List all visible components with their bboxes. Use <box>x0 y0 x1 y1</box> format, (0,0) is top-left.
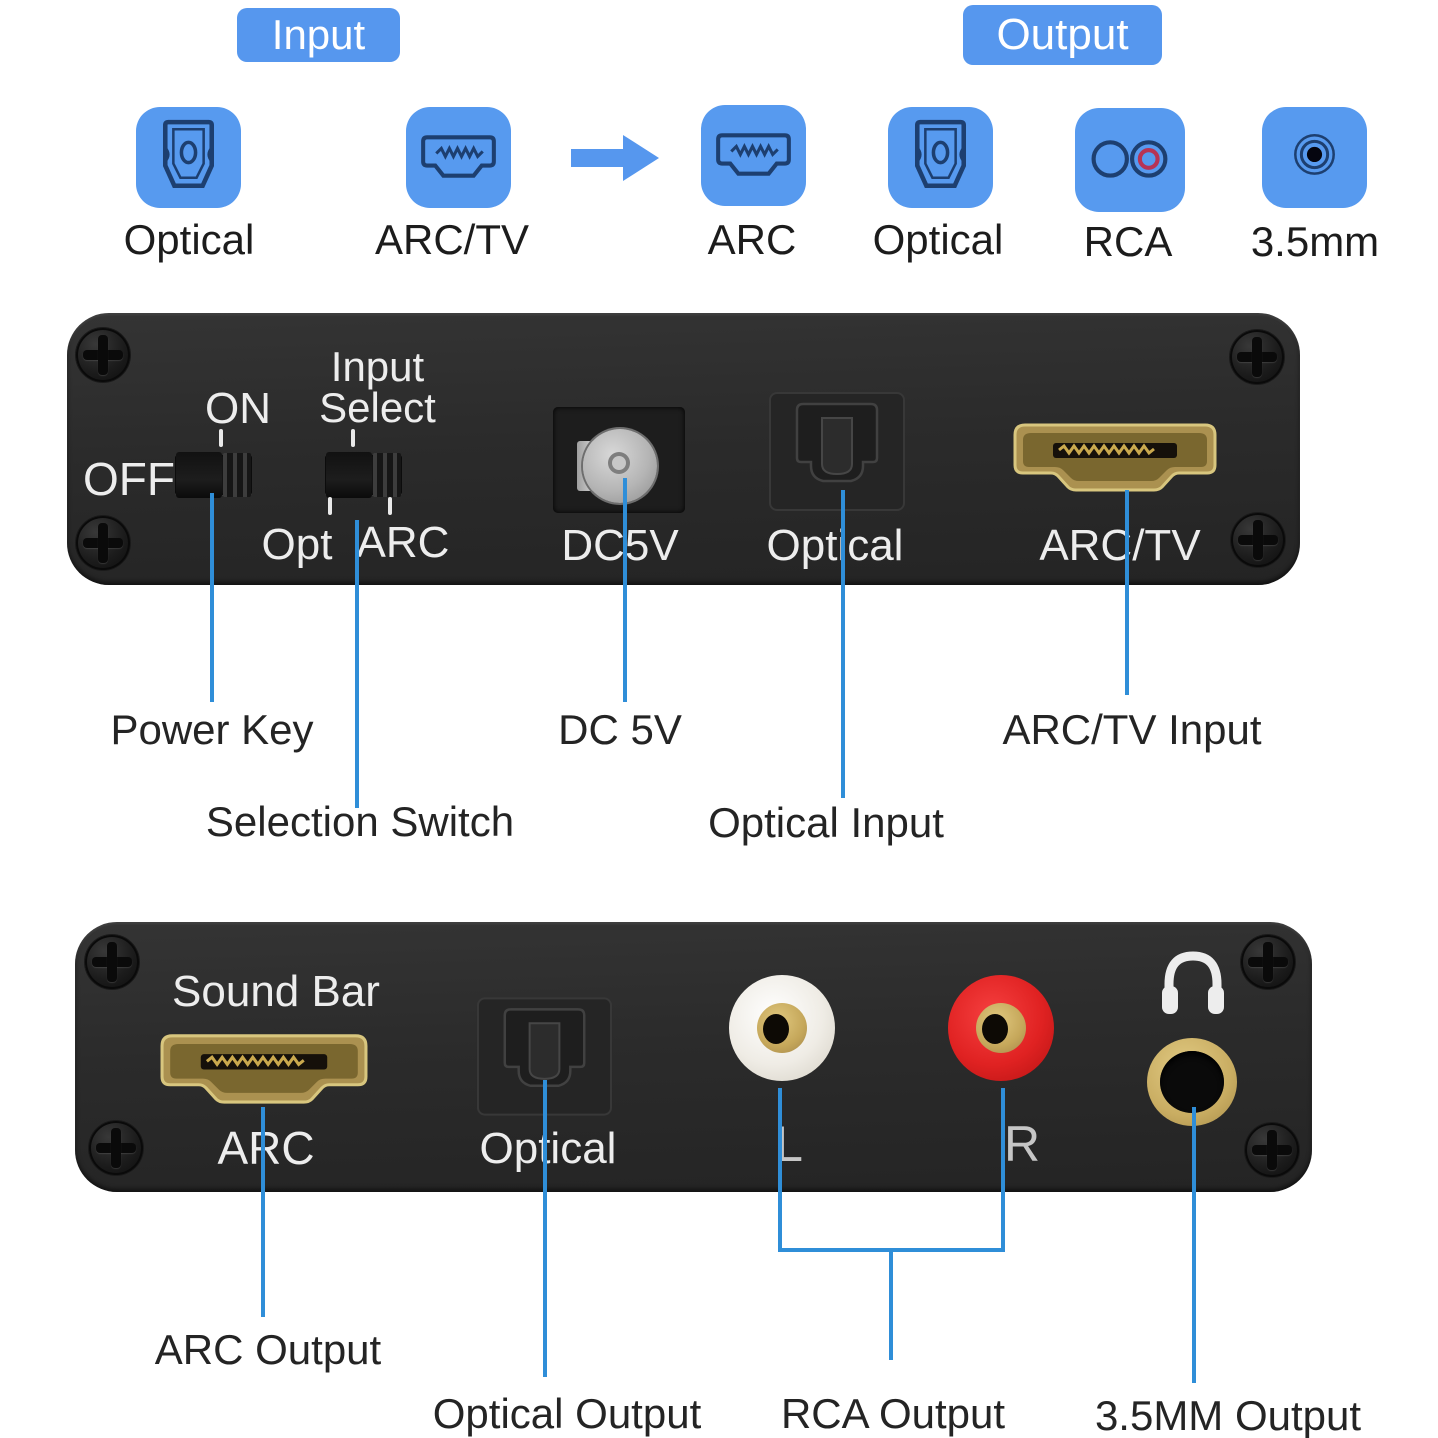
optical-port-icon <box>888 107 993 208</box>
icon-label: RCA <box>1083 218 1173 265</box>
screw-icon <box>1230 330 1284 384</box>
callout-line-jack-output <box>1192 1107 1196 1383</box>
hdmi-glyph <box>716 133 791 176</box>
screw-icon <box>76 516 130 570</box>
power-key-callout: Power Key <box>110 706 314 753</box>
power-switch[interactable] <box>175 452 252 498</box>
hdmi-port-icon <box>701 105 806 206</box>
jack-output-callout: 3.5MM Output <box>1094 1392 1362 1438</box>
hdmi-port-icon <box>406 107 511 208</box>
toslink-glyph <box>914 119 967 189</box>
jack-hole <box>1160 1051 1224 1113</box>
input-select-switch[interactable] <box>325 452 402 498</box>
tick-mark <box>219 429 223 447</box>
headphone-icon <box>1162 951 1224 1014</box>
jack-glyph <box>1294 134 1335 175</box>
icon-label: 3.5mm <box>1250 218 1380 265</box>
input-select-line2: Select <box>319 384 436 431</box>
output-badge: Output <box>963 5 1162 65</box>
callout-line-selection <box>355 520 359 808</box>
dc-port-label: DC5V <box>561 521 679 570</box>
icon-label: ARC <box>707 216 797 263</box>
optical-input-port[interactable] <box>767 390 907 513</box>
screw-icon <box>1245 1123 1299 1177</box>
optical-output-callout: Optical Output <box>432 1390 702 1437</box>
screw-icon <box>76 328 130 382</box>
input-select-line1: Input <box>330 343 425 390</box>
hdmi-arc-output-port[interactable] <box>160 1033 368 1110</box>
dc-5v-callout: DC 5V <box>558 706 682 753</box>
arc-output-callout: ARC Output <box>154 1326 382 1373</box>
tick-mark <box>328 497 332 515</box>
screw-icon <box>1241 935 1295 989</box>
rca-hole <box>763 1014 789 1044</box>
icon-label: Optical <box>872 216 1004 263</box>
dc-jack-barrel <box>583 429 657 503</box>
sound-bar-label: Sound Bar <box>172 967 380 1016</box>
dc-jack-pin <box>612 456 626 470</box>
selection-switch-callout: Selection Switch <box>205 798 515 845</box>
toslink-glyph <box>162 119 215 189</box>
hdmi-arctv-port[interactable] <box>1013 423 1217 497</box>
hdmi-glyph <box>421 135 496 178</box>
rca-left-label: L <box>775 1116 803 1172</box>
optical-output-port-label: Optical <box>479 1124 617 1173</box>
front-panel: ON OFF Input Select Opt ARC DC5V Optical <box>67 313 1300 585</box>
callout-line-rca-left <box>778 1088 782 1250</box>
rca-hole <box>982 1014 1008 1044</box>
callout-line-arctv-input <box>1125 490 1129 695</box>
input-badge: Input <box>237 8 400 62</box>
rca-left-port[interactable] <box>719 965 845 1091</box>
arrow-right-icon <box>571 135 659 181</box>
input-select-label: Input Select <box>295 343 460 431</box>
rca-port-icon <box>1075 108 1185 212</box>
hdmi-port-label: ARC/TV <box>1039 521 1201 570</box>
tick-mark <box>388 497 392 515</box>
callout-line-rca-right <box>1001 1088 1005 1250</box>
screw-icon <box>85 935 139 989</box>
icon-label: ARC/TV <box>374 216 529 263</box>
arc-output-port-label: ARC <box>217 1122 315 1174</box>
jack-35mm-icon <box>1262 107 1367 208</box>
power-on-label: ON <box>205 384 271 433</box>
rca-right-port[interactable] <box>938 965 1064 1091</box>
rca-glyph <box>1091 140 1168 178</box>
callout-line-optical-input <box>841 490 845 798</box>
rca-right-label: R <box>1003 1116 1041 1172</box>
optical-port-label: Optical <box>766 521 904 570</box>
screw-icon <box>1231 513 1285 567</box>
power-off-label: OFF <box>83 453 175 505</box>
rca-output-callout: RCA Output <box>780 1390 1006 1437</box>
optical-port-icon <box>136 107 241 208</box>
icon-label: Optical <box>123 216 255 263</box>
optical-input-callout: Optical Input <box>708 799 944 846</box>
screw-icon <box>89 1121 143 1175</box>
callout-line-optical-output <box>543 1080 547 1377</box>
back-panel: Sound Bar ARC Optical L R <box>75 922 1312 1192</box>
tick-mark <box>351 429 355 447</box>
dc-power-jack[interactable] <box>553 407 685 513</box>
optical-output-port[interactable] <box>475 993 614 1120</box>
callout-line-power <box>210 493 214 702</box>
arctv-input-callout: ARC/TV Input <box>1002 706 1262 753</box>
callout-line-arc-output <box>261 1107 265 1317</box>
opt-label: Opt <box>261 520 333 569</box>
callout-line-dc <box>623 478 627 702</box>
arc-label: ARC <box>356 518 450 567</box>
callout-line-rca-drop <box>889 1250 893 1360</box>
